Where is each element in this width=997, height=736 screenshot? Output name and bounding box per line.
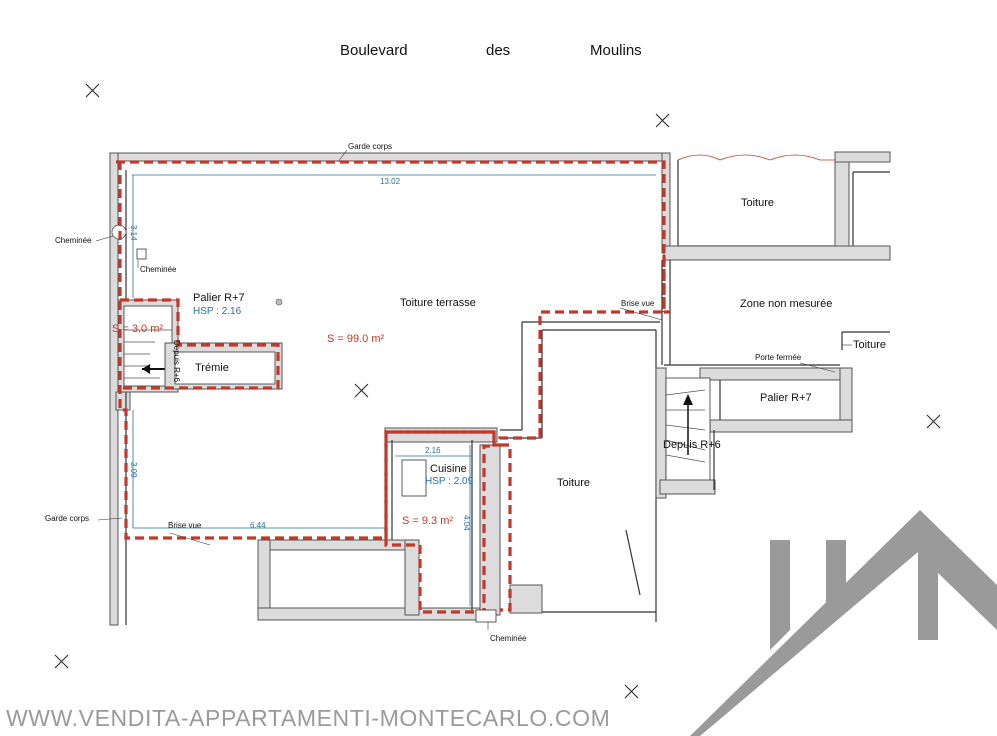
dimension-lines bbox=[132, 174, 656, 606]
label-cheminee-left: Cheminée bbox=[55, 236, 92, 245]
label-cheminee-bottom: Cheminée bbox=[490, 634, 527, 643]
watermark-url: WWW.VENDITA-APPARTAMENTI-MONTECARLO.COM bbox=[6, 705, 610, 731]
right-palier-walls bbox=[655, 367, 853, 499]
area-terrasse: S = 99.0 m² bbox=[327, 333, 385, 345]
label-garde-corps-left: Garde corps bbox=[45, 514, 89, 523]
tremie-box bbox=[164, 342, 283, 390]
bottom-walls bbox=[257, 427, 543, 621]
chimney-inner-box bbox=[136, 248, 147, 260]
label-cheminee-inner: Cheminée bbox=[140, 265, 177, 274]
label-garde-corps-top: Garde corps bbox=[348, 142, 392, 151]
dim-left-upper: 3.14 bbox=[129, 225, 138, 241]
area-cuisine: S = 9.3 m² bbox=[402, 515, 453, 527]
label-toiture-top-right: Toiture bbox=[741, 197, 774, 209]
surface-outlines bbox=[116, 160, 670, 614]
street-word-moulins: Moulins bbox=[590, 42, 642, 59]
dim-cuisine-height: 4.04 bbox=[462, 515, 471, 531]
right-upper-walls bbox=[661, 151, 891, 366]
label-cuisine: Cuisine bbox=[430, 463, 467, 475]
dim-cuisine-width: 2.16 bbox=[425, 446, 441, 455]
label-depuis-r6-right: Depuis R+6 bbox=[663, 439, 721, 451]
dim-bottom-left: 6.44 bbox=[250, 521, 266, 530]
cuisine-walls bbox=[391, 440, 473, 612]
label-palier-r7-left: Palier R+7 bbox=[193, 292, 245, 304]
label-toiture-far-right: Toiture bbox=[853, 339, 886, 351]
label-tremie: Trémie bbox=[195, 362, 229, 374]
house-chimney-icon bbox=[826, 540, 846, 607]
dim-left-lower: 3.09 bbox=[129, 462, 138, 478]
area-palier: S = 3.0 m² bbox=[112, 323, 163, 335]
label-depuis-r6-left: Depuis R+6 bbox=[172, 340, 181, 383]
dim-top-width: 13.02 bbox=[380, 177, 401, 186]
drain-dot bbox=[275, 298, 283, 306]
central-toiture-walls bbox=[500, 321, 660, 622]
label-brise-vue-bottom: Brise vue bbox=[168, 521, 202, 530]
cross-markers bbox=[54, 83, 941, 699]
house-logo-icon bbox=[690, 510, 997, 736]
label-brise-vue-right: Brise vue bbox=[621, 299, 655, 308]
label-porte-fermee: Porte fermée bbox=[755, 353, 802, 362]
leader-lines bbox=[95, 149, 852, 630]
label-toiture-terrasse: Toiture terrasse bbox=[400, 297, 476, 309]
label-zone-non-mesuree: Zone non mesurée bbox=[740, 298, 832, 310]
street-word-des: des bbox=[486, 42, 510, 59]
street-word-boulevard: Boulevard bbox=[340, 42, 408, 59]
label-palier-r7-right: Palier R+7 bbox=[760, 392, 812, 404]
hsp-palier: HSP : 2.16 bbox=[193, 306, 242, 317]
hsp-cuisine: HSP : 2.09 bbox=[425, 476, 474, 487]
label-toiture-center: Toiture bbox=[557, 477, 590, 489]
